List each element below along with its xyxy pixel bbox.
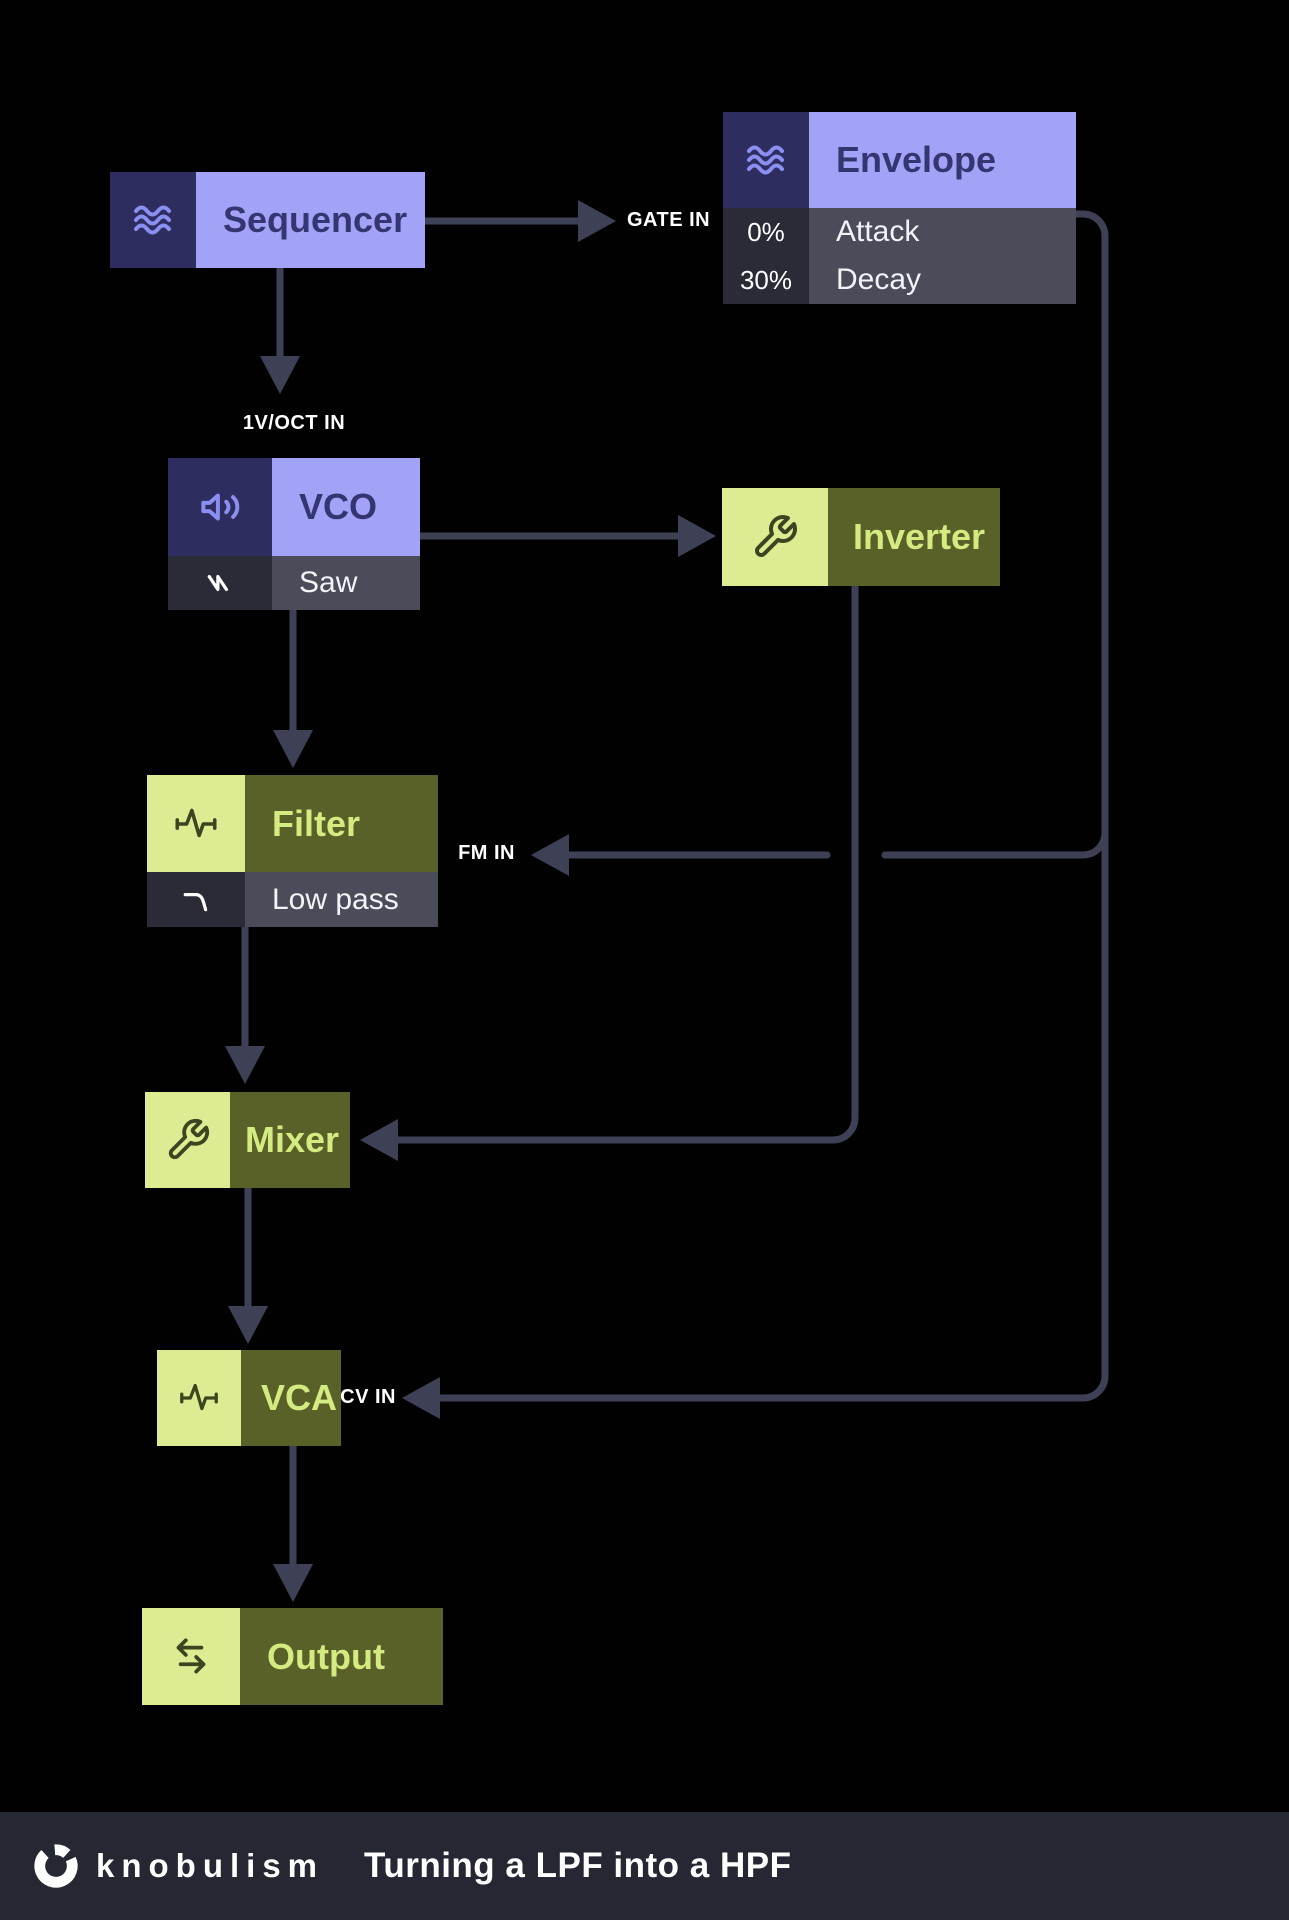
wire-envelope-to-cv-in: [402, 210, 1109, 1419]
node-inverter: Inverter: [722, 488, 1000, 586]
pulse-icon: [157, 1350, 241, 1446]
node-filter: Filter Low pass: [147, 775, 438, 927]
param-value: 30%: [723, 256, 809, 304]
wire-inverter-to-mixer: [360, 582, 859, 1161]
node-label: VCO: [299, 486, 378, 527]
node-output: Output: [142, 1608, 443, 1705]
node-envelope: Envelope 0% Attack 30% Decay: [723, 112, 1076, 304]
node-sequencer: Sequencer: [110, 172, 425, 268]
transfer-icon: [142, 1608, 240, 1705]
footer-bar: knobulism Turning a LPF into a HPF: [0, 1812, 1289, 1920]
wrench-icon: [145, 1092, 230, 1188]
wire-sequencer-to-vco: [260, 264, 300, 394]
param-name: Saw: [272, 556, 420, 610]
param-row-decay: 30% Decay: [723, 256, 1076, 304]
node-label: Inverter: [853, 516, 986, 557]
waves-icon: [723, 112, 809, 208]
node-vco: VCO Saw: [168, 458, 420, 610]
wire-vco-to-inverter: [416, 515, 716, 557]
param-row-filter-mode: Low pass: [147, 872, 438, 927]
param-value: 0%: [723, 208, 809, 256]
wire-sequencer-to-gate-in: [421, 200, 616, 242]
wire-vca-to-output: [273, 1442, 313, 1602]
param-name: Decay: [809, 256, 1076, 304]
knob-logo-icon: [30, 1840, 82, 1892]
param-name: Low pass: [245, 872, 438, 927]
waves-icon: [110, 172, 196, 268]
node-label: VCA: [261, 1377, 338, 1418]
speaker-icon: [168, 458, 272, 556]
page-title: Turning a LPF into a HPF: [364, 1846, 792, 1885]
port-label-gate-in: GATE IN: [627, 209, 711, 231]
node-label: Mixer: [245, 1119, 340, 1160]
brand-name: knobulism: [96, 1847, 325, 1884]
param-row-attack: 0% Attack: [723, 208, 1076, 256]
wire-mixer-to-vca: [228, 1184, 268, 1344]
node-label: Sequencer: [223, 199, 408, 240]
param-row-waveform: Saw: [168, 556, 420, 610]
node-label: Output: [267, 1635, 385, 1677]
node-mixer: Mixer: [145, 1092, 350, 1188]
port-label-fm-in: FM IN: [458, 842, 515, 864]
node-vca: VCA: [157, 1350, 341, 1446]
wire-vco-to-filter: [273, 606, 313, 768]
wrench-icon: [722, 488, 828, 586]
pulse-icon: [147, 775, 245, 872]
param-name: Attack: [809, 208, 1076, 256]
sawtooth-icon: [168, 556, 272, 610]
wire-filter-to-mixer: [225, 923, 265, 1084]
node-label: Envelope: [836, 139, 997, 180]
node-label: Filter: [272, 802, 361, 844]
wire-envelope-to-fm-in: [531, 829, 1109, 876]
port-label-voct-in: 1V/OCT IN: [242, 412, 346, 434]
port-label-cv-in: CV IN: [340, 1386, 396, 1408]
lowpass-icon: [147, 872, 245, 927]
